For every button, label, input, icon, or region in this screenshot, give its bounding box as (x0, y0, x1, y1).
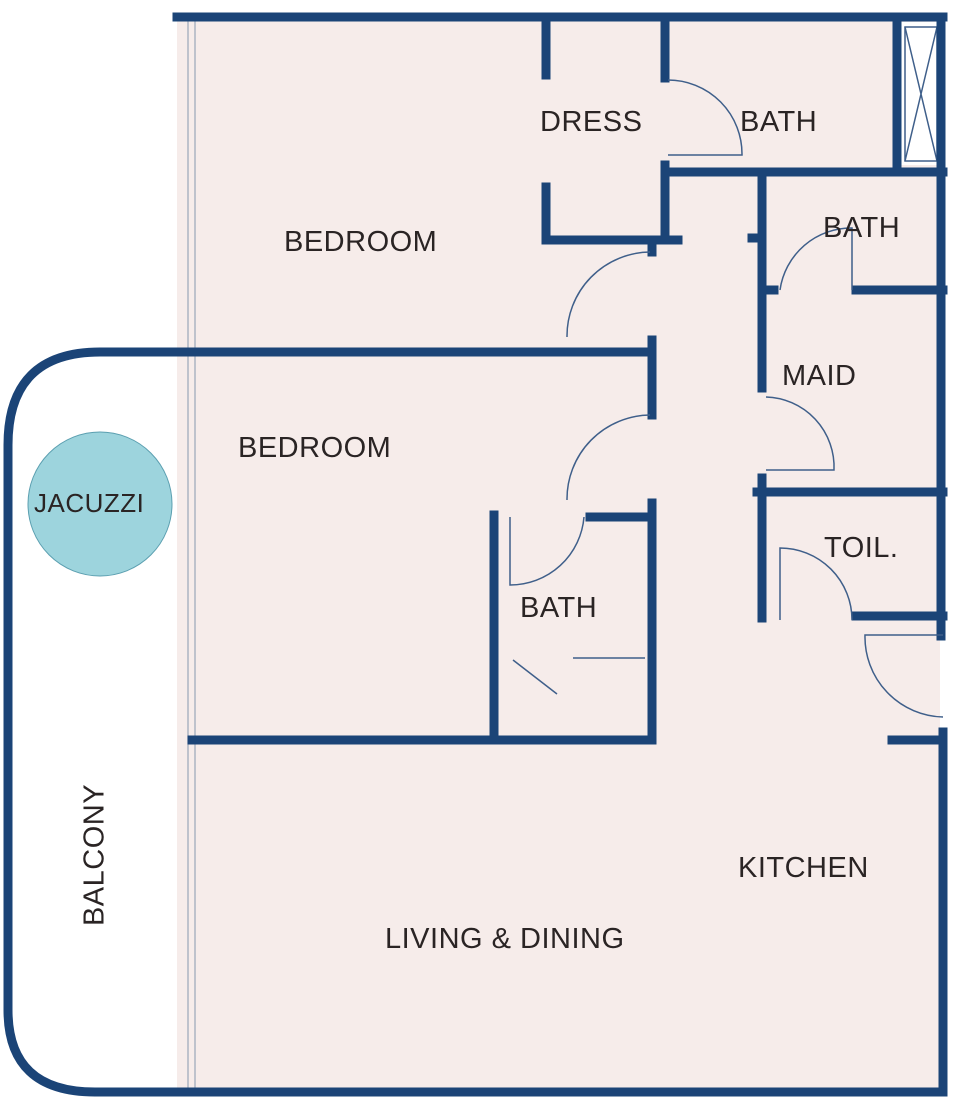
room-label-bath-master: BATH (740, 106, 818, 138)
room-label-kitchen: KITCHEN (738, 852, 869, 884)
floor-area (177, 17, 943, 1092)
room-label-maid: MAID (782, 360, 857, 392)
balcony-outline (3, 347, 948, 1097)
door-second-bedroom (566, 414, 651, 501)
room-label-toilet: TOIL. (824, 532, 899, 564)
jacuzzi-label: JACUZZI (34, 488, 145, 518)
door-toilet (779, 547, 853, 621)
room-label-bedroom-second: BEDROOM (238, 432, 392, 464)
wall-tab (747, 233, 779, 295)
wall-bedrooms (187, 235, 657, 745)
door-entrance[interactable] (864, 634, 944, 718)
room-label-dress: DRESS (540, 106, 643, 138)
door-second-bath (509, 516, 585, 586)
room-label-bath-maid: BATH (823, 212, 901, 244)
room-label-balcony: BALCONY (78, 783, 111, 927)
glazing-line (187, 20, 196, 1092)
shower-screen (512, 657, 645, 695)
entrance-gap (940, 636, 950, 732)
wall-dress-bath (541, 15, 948, 245)
door-master-bath (667, 79, 743, 156)
room-label-bath-second: BATH (520, 592, 598, 624)
jacuzzi-circle (27, 431, 173, 577)
door-maid (765, 396, 835, 471)
door-maid-bath (779, 227, 853, 291)
room-label-bedroom-master: BEDROOM (284, 226, 438, 258)
door-master-bedroom (566, 251, 651, 338)
wall-service (752, 173, 948, 745)
shaft-cross-icon (904, 26, 938, 162)
room-label-living-dining: LIVING & DINING (385, 923, 625, 955)
